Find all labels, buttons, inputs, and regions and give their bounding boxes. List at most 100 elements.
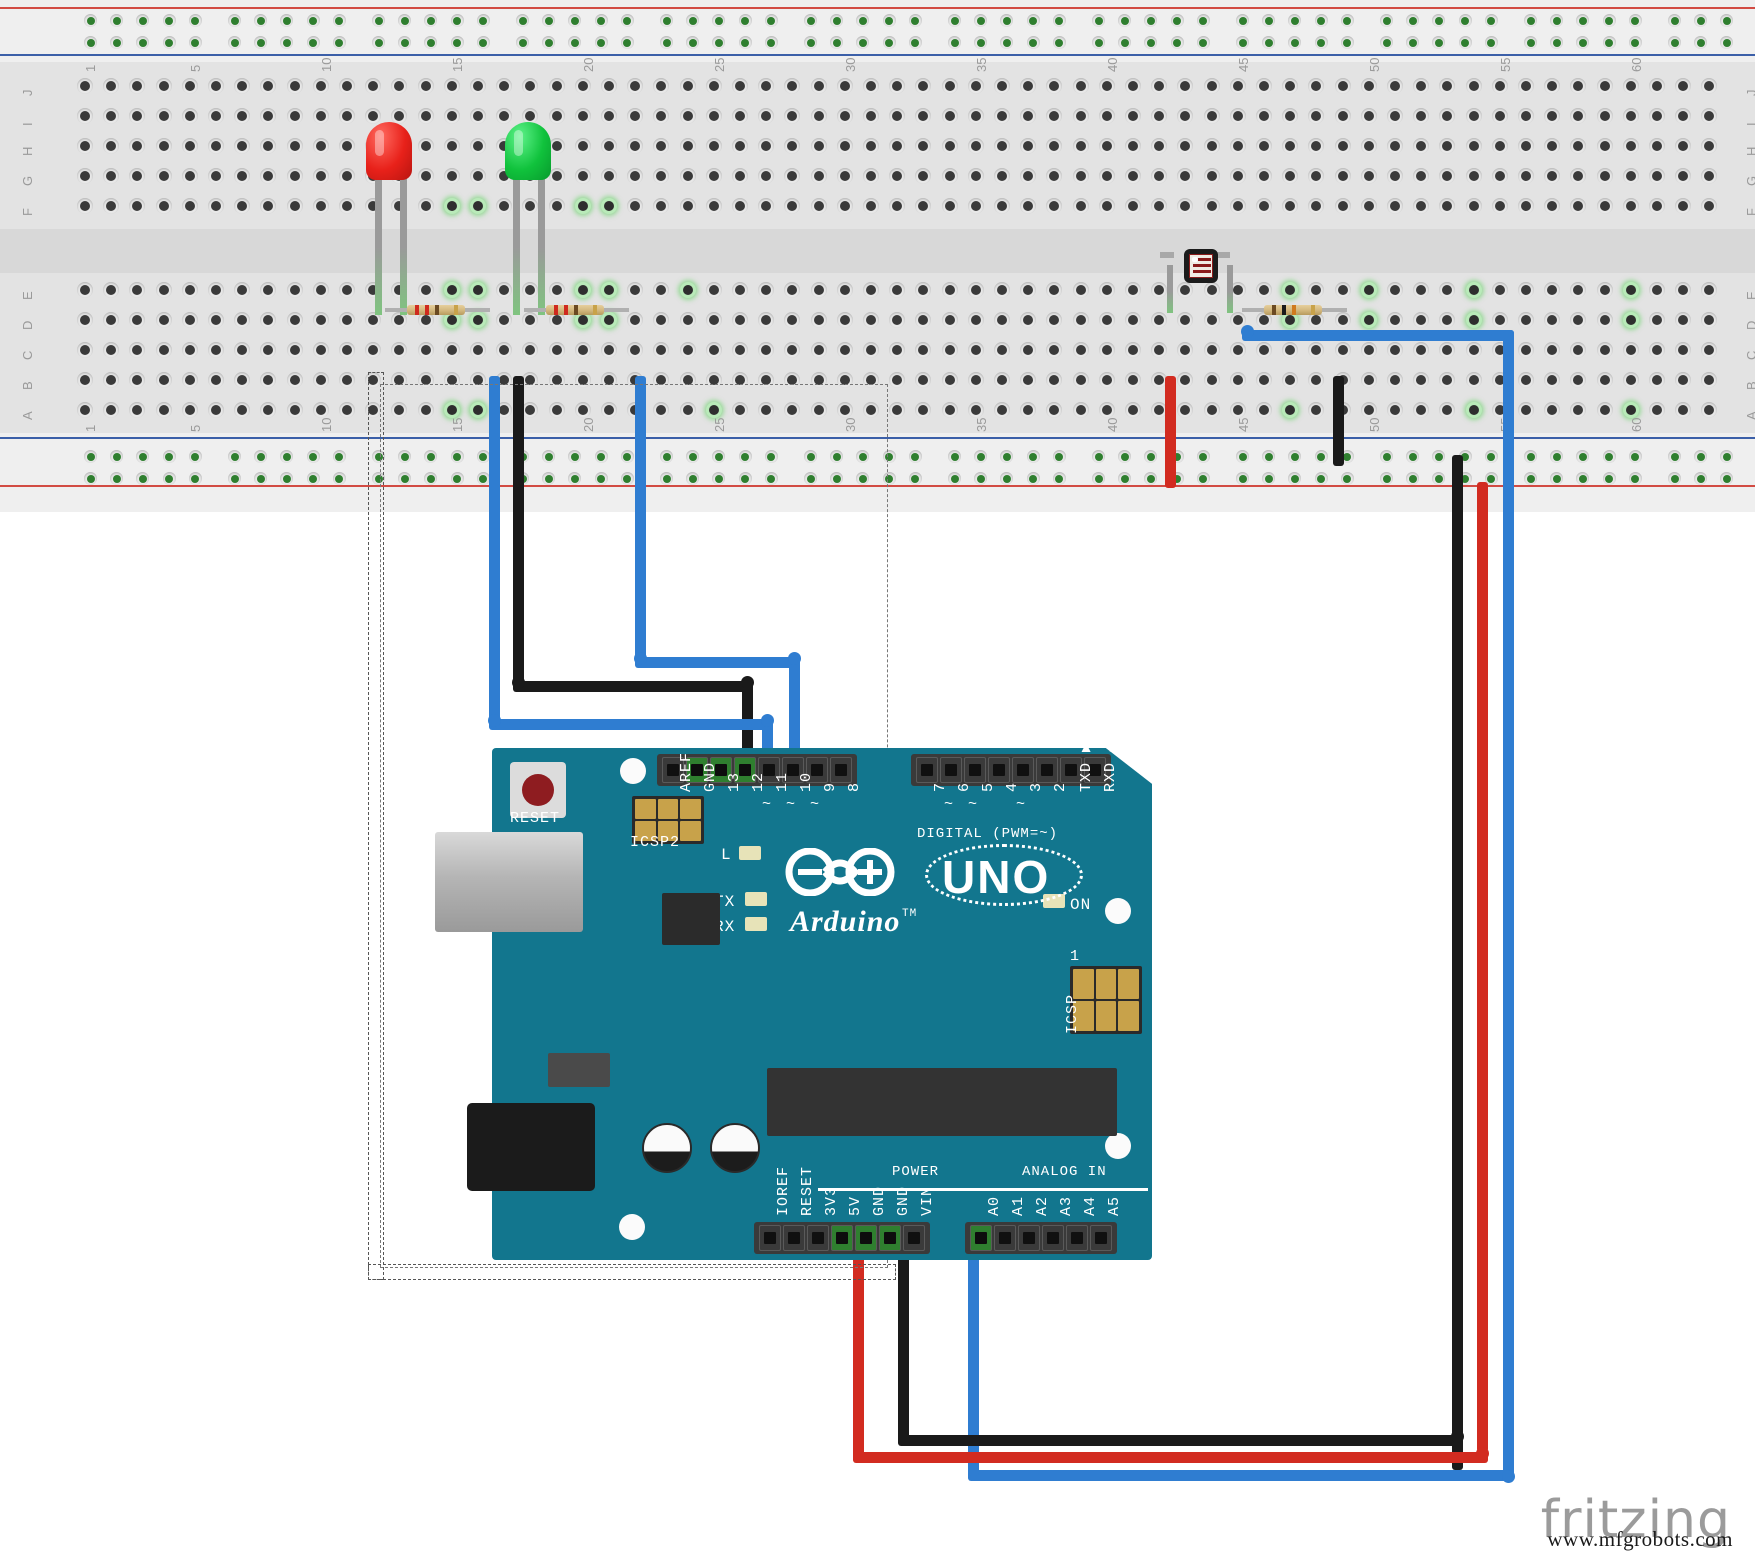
rail-hole-top-7-0[interactable] <box>1092 14 1105 27</box>
rail-hole-top-11-0[interactable] <box>1668 14 1681 27</box>
hole-E35[interactable] <box>967 282 984 298</box>
hole-B58[interactable] <box>1570 372 1587 388</box>
hole-D42[interactable] <box>1151 312 1168 328</box>
rail-hole-top-3-1[interactable] <box>542 36 556 49</box>
rail-hole-bottom-0-4[interactable] <box>188 472 202 485</box>
hole-I3[interactable] <box>129 108 146 124</box>
rail-hole-bottom-4-1[interactable] <box>686 472 700 485</box>
hole-H47[interactable] <box>1282 138 1299 154</box>
hole-C18[interactable] <box>522 342 539 358</box>
hole-F21[interactable] <box>601 198 617 214</box>
rail-hole-bottom-6-2[interactable] <box>1000 450 1014 463</box>
hole-D62[interactable] <box>1675 312 1692 328</box>
hole-H51[interactable] <box>1387 138 1403 154</box>
hole-J15[interactable] <box>443 78 460 94</box>
hole-H4[interactable] <box>155 138 172 154</box>
rail-hole-top-7-3[interactable] <box>1170 36 1184 49</box>
hole-F23[interactable] <box>653 198 670 214</box>
hole-E23[interactable] <box>653 282 670 298</box>
hole-D39[interactable] <box>1072 312 1089 328</box>
hole-J13[interactable] <box>391 78 408 94</box>
hole-A60[interactable] <box>1622 402 1639 418</box>
hole-B39[interactable] <box>1072 372 1089 388</box>
hole-J41[interactable] <box>1125 78 1141 94</box>
hole-B4[interactable] <box>155 372 172 388</box>
hole-C40[interactable] <box>1098 342 1115 358</box>
hole-D28[interactable] <box>784 312 801 328</box>
hole-D3[interactable] <box>129 312 146 328</box>
rail-hole-top-8-2[interactable] <box>1288 36 1302 49</box>
hole-H49[interactable] <box>1334 138 1351 154</box>
hole-B7[interactable] <box>234 372 251 388</box>
hole-G60[interactable] <box>1622 168 1639 184</box>
hole-H30[interactable] <box>836 138 853 154</box>
led-red-dome[interactable] <box>366 122 412 180</box>
rail-hole-bottom-9-0[interactable] <box>1380 472 1393 485</box>
rail-hole-bottom-5-4[interactable] <box>908 472 922 485</box>
hole-D20[interactable] <box>574 312 591 328</box>
rail-hole-bottom-1-1[interactable] <box>254 450 268 463</box>
hole-E7[interactable] <box>234 282 251 298</box>
hole-J51[interactable] <box>1387 78 1403 94</box>
hole-E39[interactable] <box>1072 282 1089 298</box>
hole-B3[interactable] <box>129 372 146 388</box>
hole-G62[interactable] <box>1675 168 1692 184</box>
hole-G23[interactable] <box>653 168 670 184</box>
rail-hole-top-6-0[interactable] <box>948 14 961 27</box>
hole-H41[interactable] <box>1125 138 1141 154</box>
hole-C54[interactable] <box>1465 342 1482 358</box>
hole-D11[interactable] <box>339 312 355 328</box>
hole-C42[interactable] <box>1151 342 1168 358</box>
hole-F9[interactable] <box>286 198 303 214</box>
hole-A17[interactable] <box>496 402 513 418</box>
hole-E15[interactable] <box>443 282 460 298</box>
hole-A48[interactable] <box>1308 402 1325 418</box>
hole-I17[interactable] <box>496 108 513 124</box>
hole-G53[interactable] <box>1439 168 1456 184</box>
rail-hole-bottom-3-2[interactable] <box>568 450 582 463</box>
rail-hole-top-5-0[interactable] <box>804 14 817 27</box>
hole-A51[interactable] <box>1387 402 1403 418</box>
hole-D38[interactable] <box>1046 312 1063 328</box>
hole-J58[interactable] <box>1570 78 1587 94</box>
rail-hole-top-8-0[interactable] <box>1236 36 1249 49</box>
hole-B63[interactable] <box>1701 372 1718 388</box>
hole-E50[interactable] <box>1360 282 1377 298</box>
rail-hole-bottom-0-3[interactable] <box>162 450 176 463</box>
hole-G36[interactable] <box>994 168 1010 184</box>
hole-A46[interactable] <box>1256 402 1272 418</box>
hole-H32[interactable] <box>889 138 906 154</box>
hole-G39[interactable] <box>1072 168 1089 184</box>
rail-hole-top-9-4[interactable] <box>1484 36 1498 49</box>
hole-A5[interactable] <box>181 402 198 418</box>
hole-E52[interactable] <box>1413 282 1430 298</box>
hole-H11[interactable] <box>339 138 355 154</box>
rail-hole-bottom-8-3[interactable] <box>1314 450 1328 463</box>
hole-J36[interactable] <box>994 78 1010 94</box>
hole-C19[interactable] <box>548 342 565 358</box>
hole-I62[interactable] <box>1675 108 1692 124</box>
hole-J30[interactable] <box>836 78 853 94</box>
hole-A26[interactable] <box>732 402 748 418</box>
hole-F15[interactable] <box>443 198 460 214</box>
hole-D19[interactable] <box>548 312 565 328</box>
hole-J5[interactable] <box>181 78 198 94</box>
hole-A50[interactable] <box>1360 402 1377 418</box>
rail-hole-bottom-1-2[interactable] <box>280 450 294 463</box>
hole-A44[interactable] <box>1203 402 1220 418</box>
rail-hole-bottom-5-4[interactable] <box>908 450 922 463</box>
hole-J45[interactable] <box>1229 78 1246 94</box>
rail-hole-top-8-4[interactable] <box>1340 14 1354 27</box>
rail-hole-top-4-4[interactable] <box>764 36 778 49</box>
rail-hole-top-8-4[interactable] <box>1340 36 1354 49</box>
hole-H21[interactable] <box>601 138 617 154</box>
hole-E44[interactable] <box>1203 282 1220 298</box>
hole-I12[interactable] <box>365 108 382 124</box>
hole-G44[interactable] <box>1203 168 1220 184</box>
hole-D34[interactable] <box>941 312 958 328</box>
hole-F39[interactable] <box>1072 198 1089 214</box>
hole-F49[interactable] <box>1334 198 1351 214</box>
hole-H39[interactable] <box>1072 138 1089 154</box>
hole-J23[interactable] <box>653 78 670 94</box>
hole-G8[interactable] <box>260 168 277 184</box>
